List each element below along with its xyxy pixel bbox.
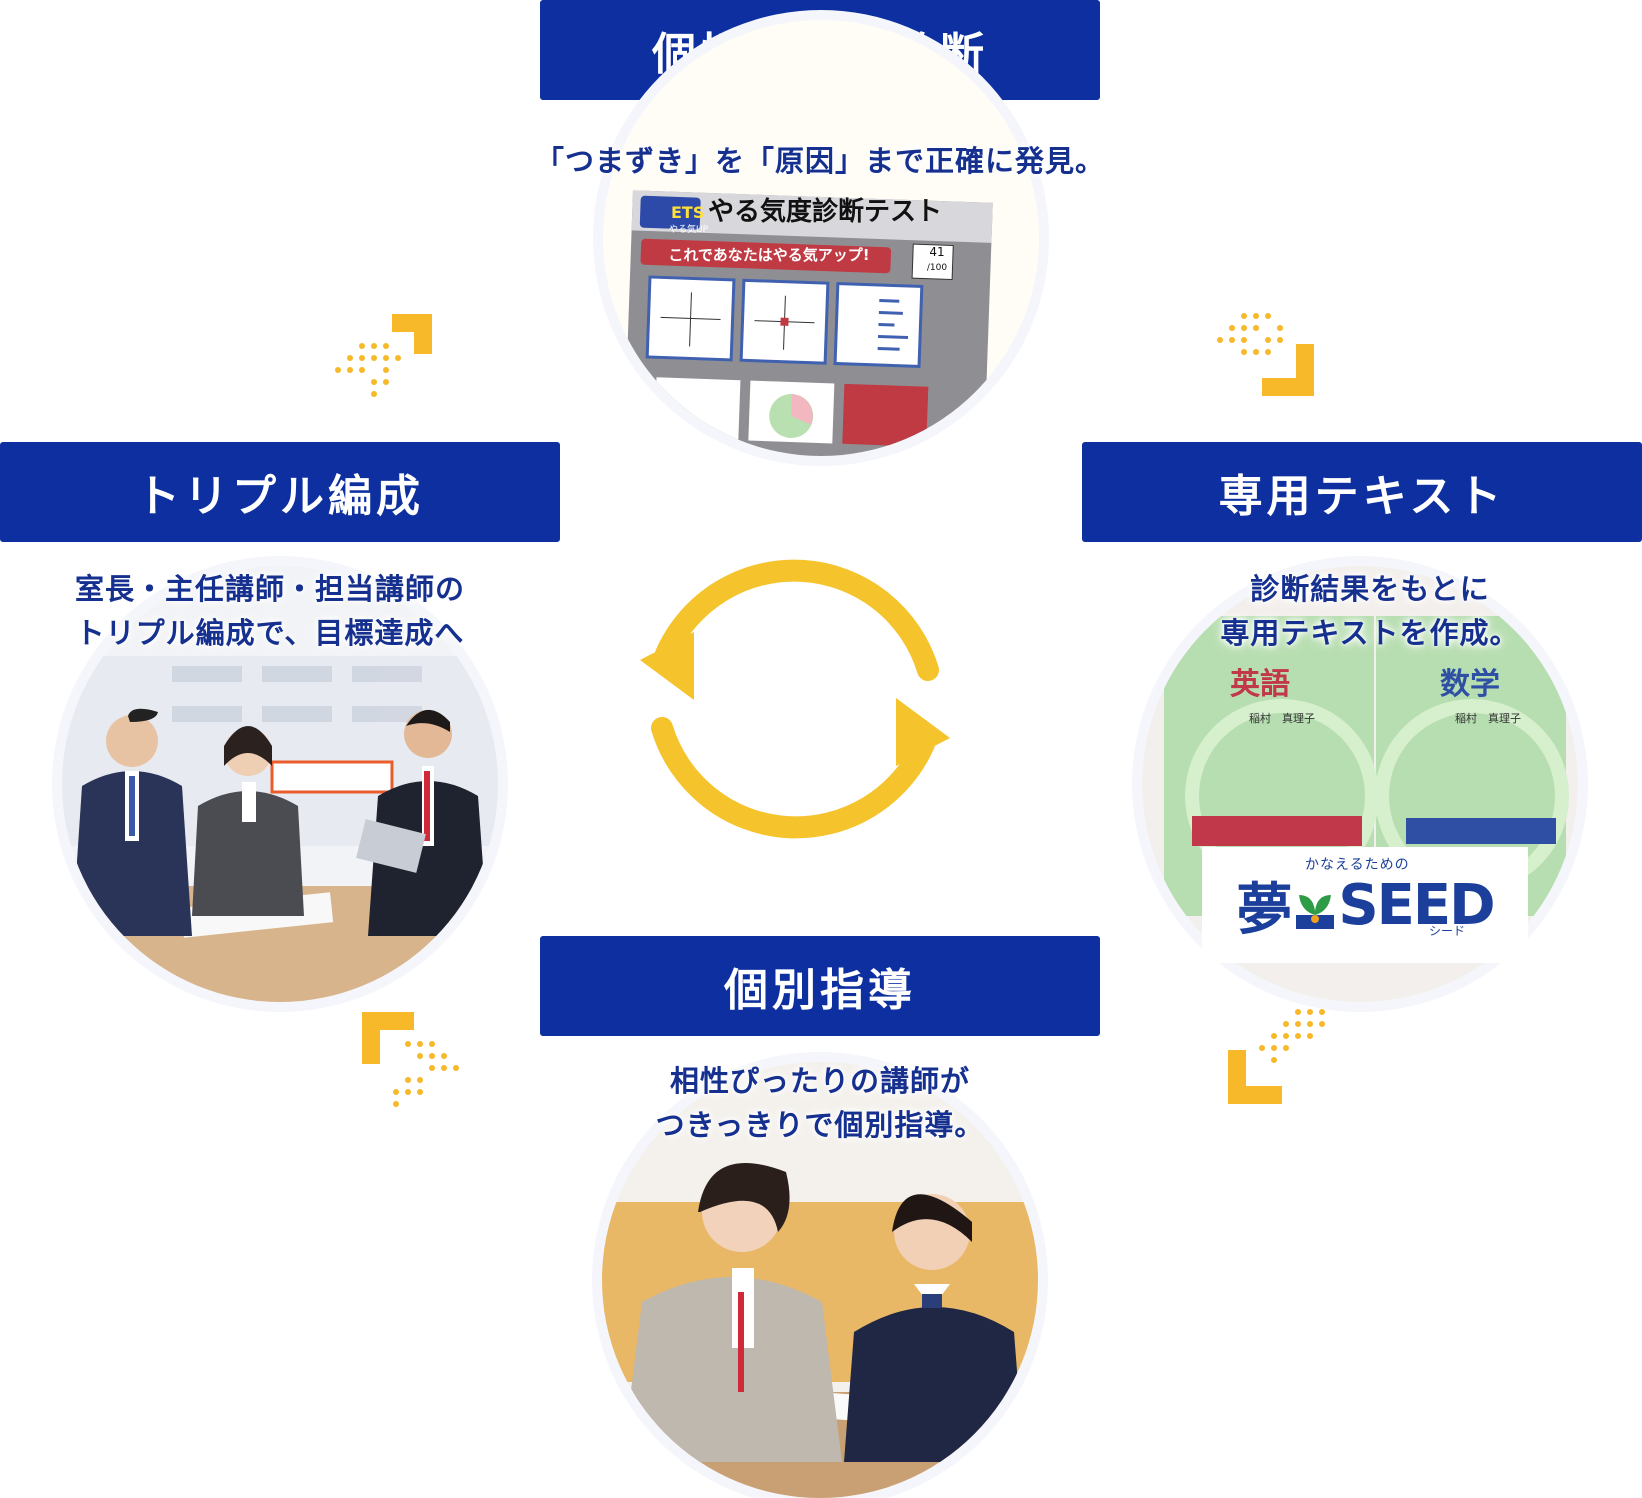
individual-caption-line2: つきっきりで個別指導。 — [655, 1107, 985, 1142]
cycle-arrowhead-right — [896, 698, 950, 766]
individual-image — [602, 1062, 1038, 1498]
tutoring-photo — [602, 1062, 1038, 1498]
book1-author: 稲村 真理子 — [1249, 711, 1315, 725]
triple-title: トリプル編成 — [0, 442, 560, 542]
triple-caption-line1: 室長・主任講師・担当講師の — [74, 572, 465, 606]
test-sheet-score-total: /100 — [927, 263, 947, 273]
test-sheet-score: 41 — [929, 245, 944, 259]
test-sheet-banner: これであなたはやる気アップ! — [668, 246, 869, 264]
triple-image — [62, 566, 498, 1002]
test-sheet-badge: ETS — [671, 203, 704, 222]
arrow-up-right-icon — [335, 314, 432, 397]
staff-meeting-photo — [62, 566, 498, 1002]
individual-caption-line1: 相性ぴったりの講師が — [669, 1064, 970, 1098]
test-sheet-illustration: やる気度診断テスト ETS やる気UP これであなたはやる気アップ! 41 /1… — [623, 190, 993, 456]
book2-subject: 数学 — [1440, 667, 1500, 702]
text-caption: 診断結果をもとに 専用テキストを作成。 — [1110, 568, 1630, 655]
cycle-arrowhead-left — [640, 632, 694, 700]
test-sheet-badge-sub: やる気UP — [669, 223, 709, 235]
seed-logo-kana: かなえるための — [1305, 857, 1410, 873]
triple-caption: 室長・主任講師・担当講師の トリプル編成で、目標達成へ — [10, 568, 530, 655]
seed-logo-yume: 夢 — [1236, 876, 1293, 943]
book2-author: 稲村 真理子 — [1455, 711, 1521, 725]
triple-caption-line2: トリプル編成で、目標達成へ — [75, 615, 465, 650]
seed-logo: かなえるための 夢 SEED シード — [1205, 850, 1525, 960]
book1-subject: 英語 — [1230, 667, 1290, 702]
seed-logo-word: SEED — [1338, 872, 1495, 938]
cycle-arrows-icon — [640, 559, 950, 839]
individual-title: 個別指導 — [540, 936, 1100, 1036]
seed-logo-sub: シード — [1428, 924, 1465, 938]
test-sheet-title: やる気度診断テスト — [708, 196, 942, 227]
text-caption-line1: 診断結果をもとに — [1250, 572, 1490, 606]
diagnosis-image: やる気度診断テスト ETS やる気UP これであなたはやる気アップ! 41 /1… — [603, 20, 1039, 456]
arrow-down-right-icon — [1217, 313, 1314, 396]
text-caption-line2: 専用テキストを作成。 — [1220, 615, 1520, 650]
individual-caption: 相性ぴったりの講師が つきっきりで個別指導。 — [540, 1060, 1100, 1147]
diagnosis-caption: 「つまずき」を「原因」まで正確に発見。 — [400, 140, 1240, 184]
arrow-down-left-icon — [1228, 1009, 1325, 1104]
text-title: 専用テキスト — [1082, 442, 1642, 542]
arrow-up-left-icon — [362, 1012, 459, 1107]
sprout-icon — [1296, 895, 1335, 929]
diagnosis-caption-text: 「つまずき」を「原因」まで正確に発見。 — [534, 144, 1105, 178]
